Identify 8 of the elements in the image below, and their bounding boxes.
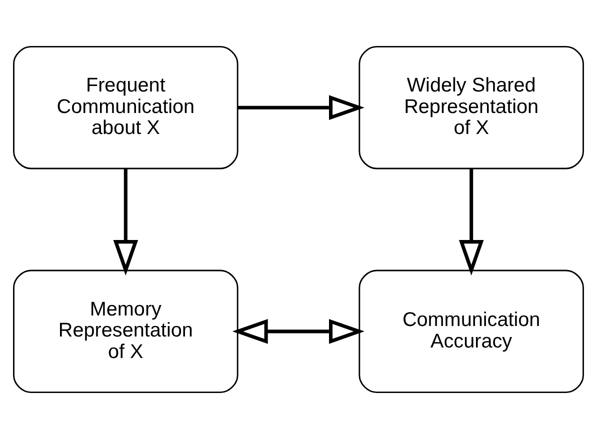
arrow (458, 168, 484, 276)
arrow (113, 168, 138, 276)
node-box: Widely Shared Representation of X (358, 46, 584, 170)
arrow (238, 95, 364, 120)
node-box: Communication Accuracy (358, 270, 584, 394)
node-box: Memory Representation of X (13, 270, 238, 394)
arrow (232, 319, 364, 344)
node-box: Frequent Communication about X (13, 46, 238, 170)
